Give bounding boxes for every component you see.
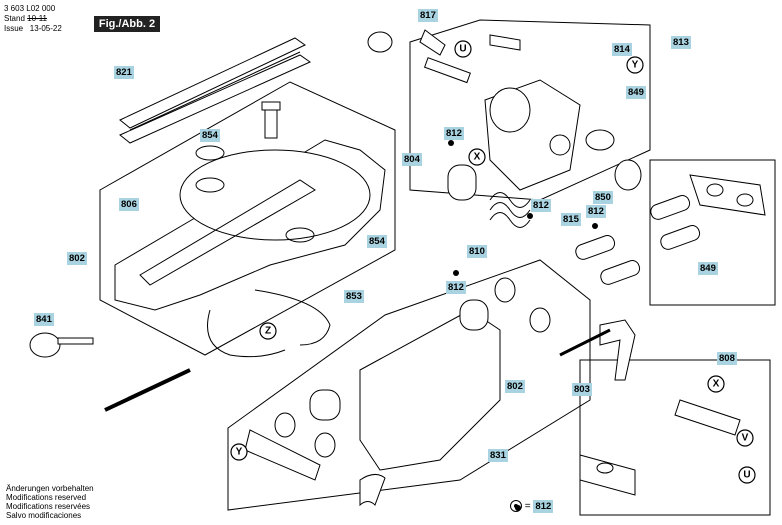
- callout-803: 803: [572, 383, 592, 396]
- callout-841: 841: [34, 313, 54, 326]
- document-header: 3 603 L02 000 Stand 10-11 Issue 13-05-22: [4, 4, 62, 34]
- marker-y-bottom: [230, 443, 248, 461]
- callout-806: 806: [119, 198, 139, 211]
- issue-date: 13-05-22: [29, 24, 62, 33]
- callout-815: 815: [561, 213, 581, 226]
- footer-notes: Änderungen vorbehalten Modifications res…: [6, 484, 94, 520]
- callout-817: 817: [418, 9, 438, 22]
- marker-x-top: [468, 148, 486, 166]
- rail-lower: [119, 54, 312, 144]
- footer-line-fr: Modifications reservées: [6, 502, 91, 511]
- marker-z-text: Z: [265, 326, 271, 337]
- callout-831: 831: [488, 449, 508, 462]
- marker-z: [259, 322, 277, 340]
- lower-group-outline: [227, 259, 591, 511]
- stand-row: Stand 10-11: [4, 14, 62, 24]
- marker-u-bottom-text: U: [743, 470, 750, 481]
- rail-upper: [119, 37, 306, 129]
- figure-title: Fig./Abb. 2: [94, 16, 160, 32]
- callout-802-bottom: 802: [505, 380, 525, 393]
- legend-dot-icon: [510, 500, 522, 513]
- issue-row: Issue 13-05-22: [4, 24, 62, 34]
- footer-line-en: Modifications reserved: [6, 493, 87, 502]
- callout-808: 808: [717, 352, 737, 365]
- callout-812-right: 812: [586, 205, 606, 218]
- callout-854-top: 854: [200, 129, 220, 142]
- marker-v: [736, 429, 754, 447]
- legend-812: 812: [533, 500, 554, 513]
- marker-v-text: V: [742, 433, 749, 444]
- callout-812-upper: 812: [444, 127, 464, 140]
- marker-u-bottom: [738, 466, 756, 484]
- callout-812-mid: 812: [531, 199, 551, 212]
- callout-812-lower: 812: [446, 281, 466, 294]
- lower-housing: [359, 309, 501, 471]
- legend: = 812: [510, 500, 554, 513]
- callout-849-top: 849: [626, 86, 646, 99]
- marker-y-top: [626, 56, 644, 74]
- callout-821: 821: [114, 66, 134, 79]
- callout-804: 804: [402, 153, 422, 166]
- marker-y-bottom-text: Y: [236, 447, 243, 458]
- callout-849-bottom: 849: [698, 262, 718, 275]
- callout-802-left: 802: [67, 252, 87, 265]
- marker-x-top-text: X: [474, 152, 481, 163]
- stand-label: Stand: [4, 14, 25, 23]
- marker-x-bottom: [707, 375, 725, 393]
- footer-line-de: Änderungen vorbehalten: [6, 484, 94, 493]
- issue-label: Issue: [4, 24, 24, 33]
- callout-814: 814: [612, 43, 632, 56]
- marker-u-top: [454, 40, 472, 58]
- marker-x-bottom-text: X: [713, 379, 720, 390]
- callout-854-bottom: 854: [367, 235, 387, 248]
- marker-u-top-text: U: [459, 44, 466, 55]
- letter-markers: [230, 40, 756, 484]
- right-group-outline: [649, 159, 776, 306]
- main-group-outline: [99, 81, 396, 356]
- knob-841: [29, 332, 61, 358]
- stand-old: 10-11: [27, 14, 48, 23]
- footer-line-es: Salvo modificaciones: [6, 511, 82, 520]
- callout-813: 813: [671, 36, 691, 49]
- callout-810: 810: [467, 245, 487, 258]
- callout-850: 850: [593, 191, 613, 204]
- callout-853: 853: [344, 290, 364, 303]
- part-number: 3 603 L02 000: [4, 4, 56, 13]
- upper-group-outline: [409, 19, 651, 201]
- marker-y-top-text: Y: [632, 60, 639, 71]
